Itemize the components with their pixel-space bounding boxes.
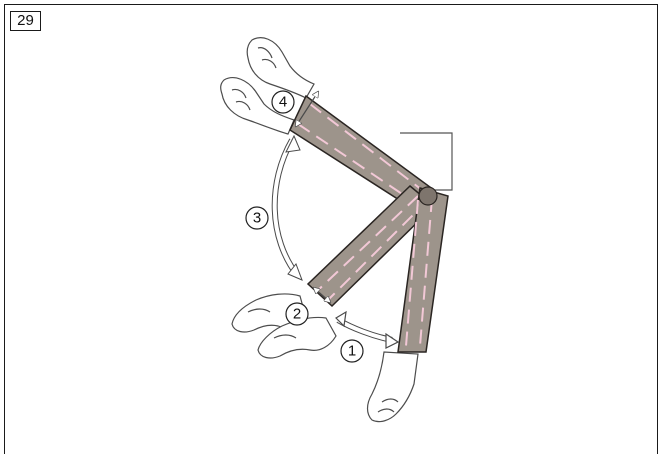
arrow-step-3	[275, 136, 302, 280]
step-1-label: 1	[341, 340, 363, 362]
svg-text:3: 3	[253, 210, 261, 227]
svg-text:2: 2	[293, 306, 301, 323]
hand-icon-top-1	[247, 38, 314, 98]
step-4-label: 4	[272, 91, 294, 113]
svg-text:4: 4	[279, 94, 287, 111]
svg-text:1: 1	[348, 343, 356, 360]
elbow-joint	[419, 187, 437, 205]
step-3-label: 3	[246, 207, 268, 229]
step-2-label: 2	[286, 303, 308, 325]
hand-icon-front	[368, 352, 419, 422]
